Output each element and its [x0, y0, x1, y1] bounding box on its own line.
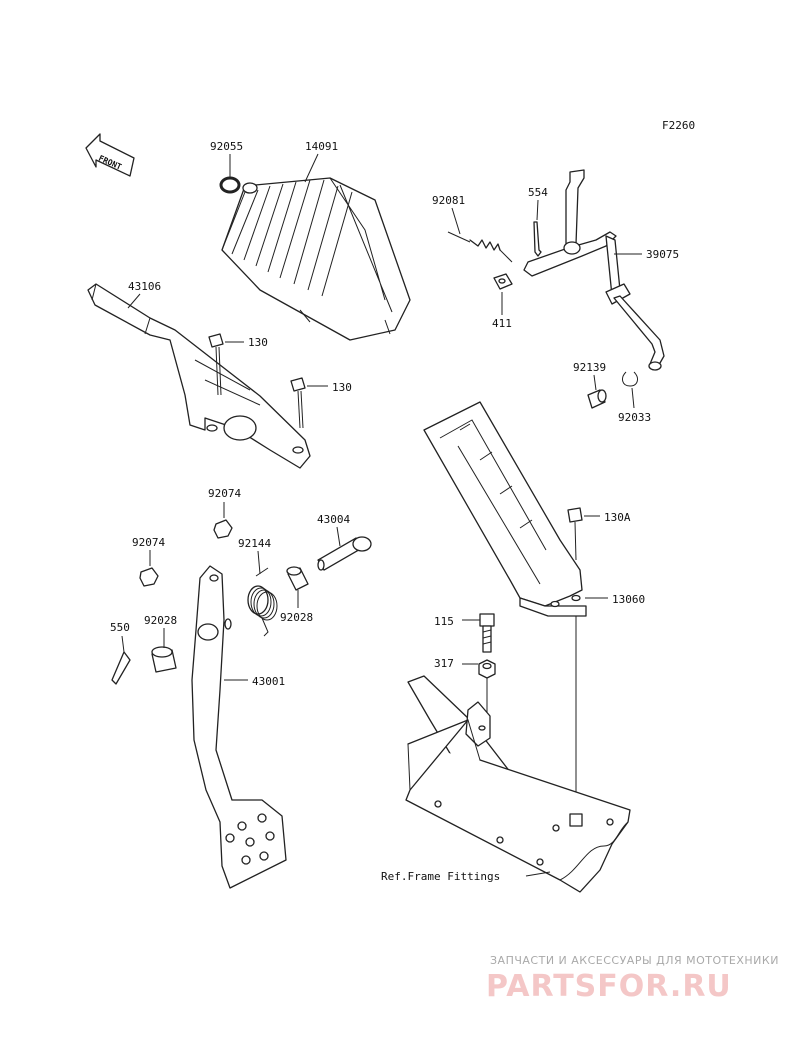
o-ring-92055	[219, 176, 241, 194]
callout-92028-b: 92028	[144, 614, 177, 627]
frame-fittings	[405, 675, 631, 893]
callout-92081: 92081	[432, 194, 465, 207]
stopper-92074-b	[139, 567, 159, 587]
rod-39075	[523, 169, 665, 371]
collar-92139	[587, 389, 607, 409]
callout-92028-a: 92028	[280, 611, 313, 624]
washer-411	[493, 273, 513, 290]
stopper-92074-a	[213, 519, 233, 539]
spring-92081	[447, 231, 513, 263]
callout-130-b: 130	[332, 381, 352, 394]
nut-317	[478, 659, 496, 679]
figure-code: F2260	[662, 119, 695, 132]
callout-411: 411	[492, 317, 512, 330]
bolt-130-b	[290, 377, 306, 429]
accelerator-pedal-13060	[423, 401, 587, 617]
hand-lever-43106	[87, 283, 311, 469]
callout-14091: 14091	[305, 140, 338, 153]
callout-130a: 130A	[604, 511, 631, 524]
bushing-92028-b	[151, 646, 177, 673]
callout-39075: 39075	[646, 248, 679, 261]
cotter-pin-550	[111, 651, 131, 685]
bushing-92028-a	[286, 566, 309, 591]
callout-92074-b: 92074	[132, 536, 165, 549]
callout-43001: 43001	[252, 675, 285, 688]
callout-554: 554	[528, 186, 548, 199]
callout-130-a: 130	[248, 336, 268, 349]
clip-92033	[622, 371, 638, 387]
watermark-tagline: ЗАПЧАСТИ И АКСЕССУАРЫ ДЛЯ МОТОТЕХНИКИ	[490, 954, 779, 967]
callout-43004: 43004	[317, 513, 350, 526]
torsion-spring-92144	[247, 567, 278, 637]
callout-92074-a: 92074	[208, 487, 241, 500]
callout-92144: 92144	[238, 537, 271, 550]
brake-pedal-43001	[191, 565, 287, 889]
front-arrow: FRONT	[85, 133, 135, 177]
cotter-pin-554	[533, 221, 542, 257]
boot-14091	[221, 177, 411, 341]
callout-115: 115	[434, 615, 454, 628]
callout-92055: 92055	[210, 140, 243, 153]
watermark-site: PARTSFOR.RU	[486, 969, 732, 1004]
callout-13060: 13060	[612, 593, 645, 606]
callout-92033: 92033	[618, 411, 651, 424]
callout-317: 317	[434, 657, 454, 670]
pivot-pin-43004	[317, 536, 372, 571]
bolt-130a	[567, 507, 583, 561]
bolt-130-a	[208, 333, 224, 396]
reference-label: Ref.Frame Fittings	[381, 870, 500, 883]
bolt-115	[479, 613, 495, 653]
callout-43106: 43106	[128, 280, 161, 293]
callout-550: 550	[110, 621, 130, 634]
callout-92139: 92139	[573, 361, 606, 374]
